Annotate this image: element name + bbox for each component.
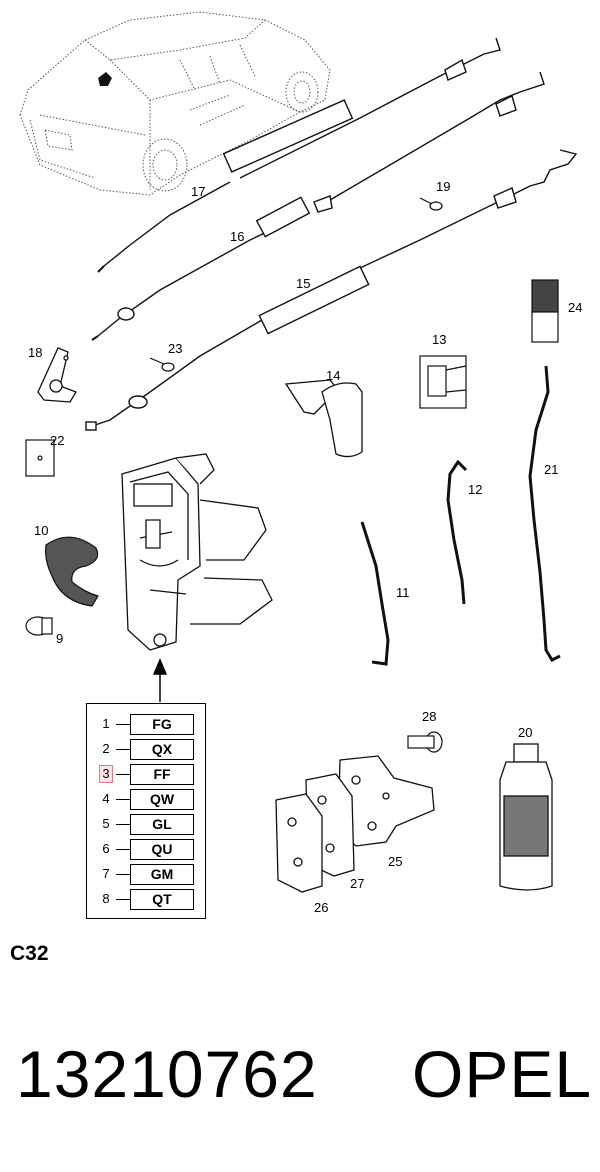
lubricant-bottle-20 — [499, 743, 553, 891]
section-code: C32 — [10, 942, 49, 965]
label-24: 24 — [568, 300, 582, 315]
code-row-leader — [116, 749, 130, 750]
car-illustration — [19, 11, 331, 196]
code-row-leader — [116, 874, 130, 875]
label-17: 17 — [191, 184, 205, 199]
label-26: 26 — [314, 900, 328, 915]
screw-19 — [419, 197, 443, 211]
label-20: 20 — [518, 725, 532, 740]
label-28: 28 — [422, 709, 436, 724]
label-14: 14 — [326, 368, 340, 383]
option-code: QT — [130, 889, 194, 910]
part-number: 13210762 — [16, 1037, 318, 1111]
code-row-number: 5 — [102, 816, 110, 831]
bracket-18 — [37, 347, 77, 403]
code-row: 2 QX — [87, 737, 207, 762]
switch-13 — [419, 355, 467, 409]
label-27: 27 — [350, 876, 364, 891]
car-lock-marker — [98, 72, 112, 86]
code-row-number: 4 — [102, 791, 110, 806]
code-row-number: 6 — [102, 841, 110, 856]
option-code: FF — [130, 764, 194, 785]
label-15: 15 — [296, 276, 310, 291]
label-23: 23 — [168, 341, 182, 356]
label-21: 21 — [544, 462, 558, 477]
code-row: 4 QW — [87, 787, 207, 812]
cap-24 — [531, 279, 559, 343]
cable-16 — [91, 71, 545, 341]
brand-name: OPEL — [412, 1037, 593, 1111]
label-12: 12 — [468, 482, 482, 497]
pointer-arrow — [152, 658, 168, 702]
code-row-number: 8 — [102, 891, 110, 906]
rod-12 — [446, 459, 468, 605]
option-code: GL — [130, 814, 194, 835]
code-row: 1 FG — [87, 712, 207, 737]
rod-11 — [360, 521, 390, 666]
code-row-number: 1 — [102, 716, 110, 731]
handle-14 — [284, 379, 363, 458]
option-code: QX — [130, 739, 194, 760]
pad-22 — [25, 439, 55, 477]
gasket-10 — [45, 536, 99, 607]
label-10: 10 — [34, 523, 48, 538]
label-18: 18 — [28, 345, 42, 360]
code-row: 6 QU — [87, 837, 207, 862]
code-row: 8 QT — [87, 887, 207, 912]
label-19: 19 — [436, 179, 450, 194]
code-row-leader — [116, 724, 130, 725]
option-code: GM — [130, 864, 194, 885]
code-row-highlighted: 3 FF — [87, 762, 207, 787]
cable-17 — [97, 37, 501, 273]
label-22: 22 — [50, 433, 64, 448]
option-code: QW — [130, 789, 194, 810]
plate-26 — [275, 793, 323, 893]
label-16: 16 — [230, 229, 244, 244]
code-row: 5 GL — [87, 812, 207, 837]
code-row-leader — [116, 774, 130, 775]
code-row-number-highlighted: 3 — [99, 765, 113, 783]
code-row-number: 2 — [102, 741, 110, 756]
code-row-number: 7 — [102, 866, 110, 881]
part-labels: 17 16 15 19 23 18 22 10 9 14 13 24 21 12… — [28, 179, 582, 915]
cable-15 — [85, 149, 578, 431]
door-lock-assembly — [121, 453, 273, 651]
code-row-leader — [116, 849, 130, 850]
rod-21 — [528, 365, 561, 662]
code-row: 7 GM — [87, 862, 207, 887]
screw-23 — [149, 357, 175, 372]
code-row-leader — [116, 899, 130, 900]
option-code-table: 1 FG 2 QX 3 FF 4 QW 5 GL 6 QU 7 GM 8 QT — [86, 703, 206, 919]
option-code: QU — [130, 839, 194, 860]
code-row-leader — [116, 824, 130, 825]
code-row-leader — [116, 799, 130, 800]
screw-28 — [407, 731, 443, 753]
label-11: 11 — [396, 585, 410, 600]
option-code: FG — [130, 714, 194, 735]
label-13: 13 — [432, 332, 446, 347]
label-9: 9 — [56, 631, 63, 646]
label-25: 25 — [388, 854, 402, 869]
screw-9 — [25, 616, 53, 636]
